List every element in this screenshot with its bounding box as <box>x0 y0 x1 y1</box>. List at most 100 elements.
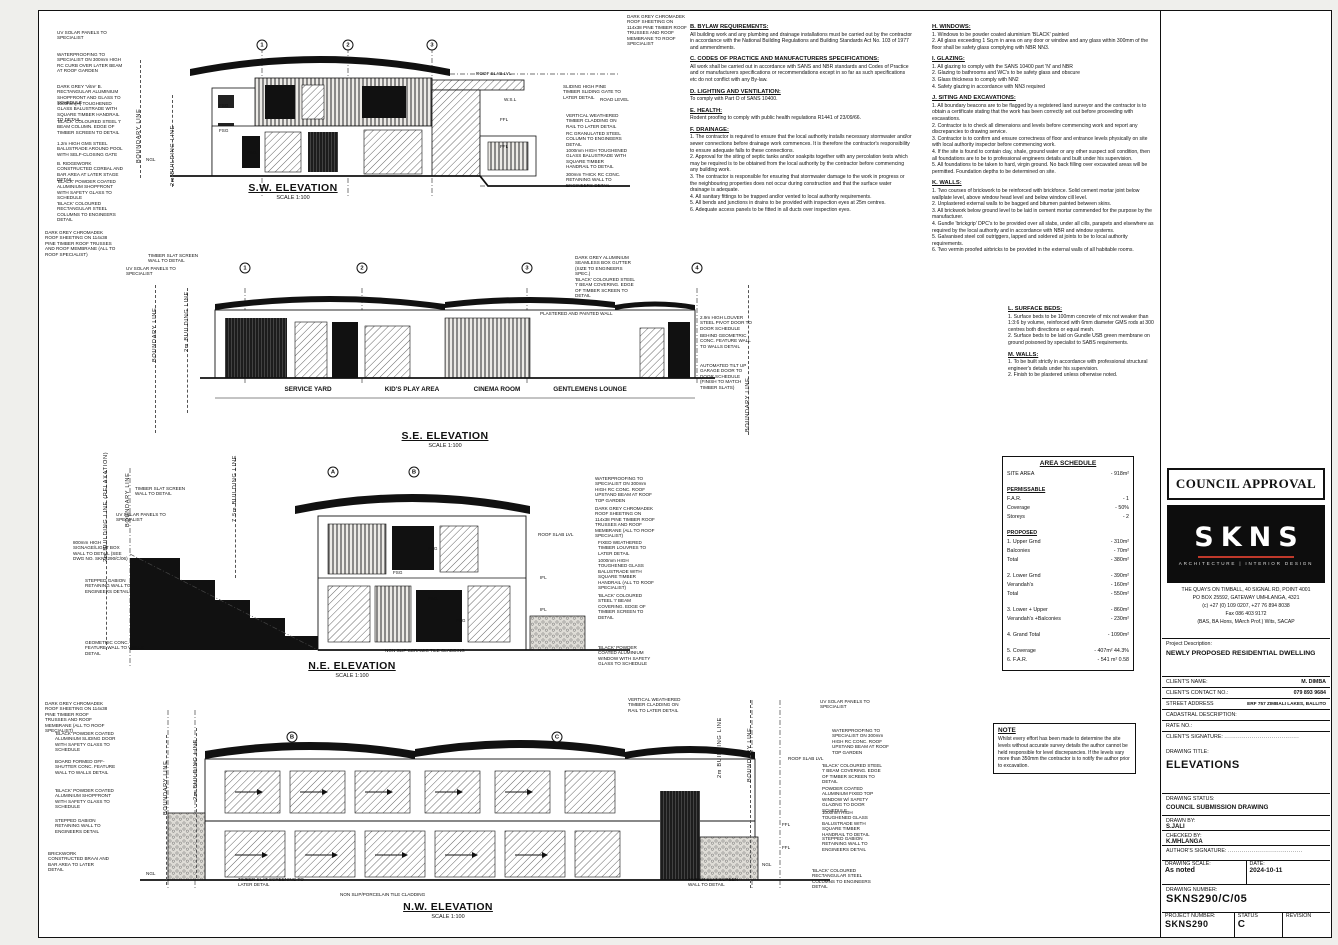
note-section-body: 1. To be built strictly in accordance wi… <box>1008 359 1148 379</box>
street-address-label: STREET ADDRESS <box>1166 700 1214 707</box>
area-schedule-row-value: - 230m² <box>1110 616 1129 622</box>
note-section: M. WALLS: 1. To be built strictly in acc… <box>1008 352 1156 379</box>
note-section: D. LIGHTING AND VENTILATION: To comply w… <box>690 89 912 103</box>
area-schedule-row-value: - 380m² <box>1110 557 1129 563</box>
area-schedule-row-label: 5. Coverage <box>1007 648 1036 654</box>
building-line <box>172 95 173 187</box>
general-notes-column-2: H. WINDOWS: 1. Windows to be powder coat… <box>932 24 1156 259</box>
drawing-status-label: DRAWING STATUS: <box>1166 795 1215 802</box>
note-section-title: C. CODES OF PRACTICE AND MANUFACTURERS S… <box>690 56 880 63</box>
se-elevation-drawing <box>200 288 715 399</box>
area-schedule-row-value: - 918m² <box>1110 471 1129 477</box>
area-schedule-row: PROPOSED <box>1007 529 1129 538</box>
area-schedule-row-value: - 1 <box>1122 496 1129 502</box>
general-notes-column-1: B. BYLAW REQUIREMENTS: All building work… <box>690 24 912 219</box>
note-section-title: M. WALLS: <box>1008 351 1039 358</box>
note-section-title: F. DRAINAGE: <box>690 126 729 133</box>
checked-by-row: CHECKED BY: K.MHLANGA <box>1162 830 1330 845</box>
drawing-number-row: DRAWING NUMBER: SKNS290/C/05 <box>1162 884 1330 912</box>
drawing-number-label: DRAWING NUMBER: <box>1166 886 1218 893</box>
area-schedule-row: 5. Coverage - 407m² 44.3% <box>1007 647 1129 656</box>
skns-logo-tagline: ARCHITECTURE | INTERIOR DESIGN <box>1178 560 1314 566</box>
area-schedule-row-label: PERMISSABLE <box>1007 487 1046 493</box>
boundary-line <box>155 285 156 433</box>
area-schedule-row: SITE AREA - 918m² <box>1007 470 1129 479</box>
area-schedule-row: 4. Grand Total - 1090m² <box>1007 631 1129 640</box>
firm-address-line: THE QUAYS ON TIMBALL, 40 SIGNAL RD, POIN… <box>1181 587 1311 593</box>
note-section: F. DRAINAGE: 1. The contractor is requir… <box>690 127 912 214</box>
area-schedule-row-value: - 407m² 44.3% <box>1094 648 1129 654</box>
date-cell: DATE: 2024-10-11 <box>1245 861 1331 884</box>
area-schedule-row-label: 1. Upper Grnd <box>1007 539 1041 545</box>
clients-signature-label: CLIENT'S SIGNATURE: <box>1166 733 1223 740</box>
firm-address: THE QUAYS ON TIMBALL, 40 SIGNAL RD, POIN… <box>1167 587 1325 626</box>
general-notes-column-3: L. SURFACE BEDS: 1. Surface beds to be 1… <box>1008 306 1156 384</box>
area-schedule-row <box>1007 522 1129 529</box>
firm-address-line: Fax 086 403 9172 <box>1225 610 1267 617</box>
note-section-body: 1. All glazing to comply with the SANS 1… <box>932 63 1080 90</box>
note-section-title: D. LIGHTING AND VENTILATION: <box>690 88 781 95</box>
note-section: I. GLAZING: 1. All glazing to comply wit… <box>932 56 1156 90</box>
drawing-scale-value: As noted <box>1165 867 1195 874</box>
area-schedule-row: Verandah's - 160m² <box>1007 581 1129 590</box>
area-schedule-row: 6. F.A.R. - 541 m² 0.58 <box>1007 656 1129 665</box>
note-section-body: 1. Two courses of brickwork to be reinfo… <box>932 187 1154 254</box>
note-section: C. CODES OF PRACTICE AND MANUFACTURERS S… <box>690 56 912 83</box>
note-section-body: 1. All boundary beacons are to be flagge… <box>932 102 1150 175</box>
area-schedule-title: AREA SCHEDULE <box>1039 460 1097 467</box>
area-schedule-row-label: F.A.R. <box>1007 496 1022 502</box>
area-schedule-table: AREA SCHEDULE SITE AREA - 918m² PERMISSA… <box>1002 456 1134 671</box>
area-schedule-row: F.A.R. - 1 <box>1007 495 1129 504</box>
drawing-title-row: ELEVATIONS <box>1162 757 1330 793</box>
project-description-label: Project Description: <box>1166 640 1212 647</box>
skns-logo: SKNS ARCHITECTURE | INTERIOR DESIGN <box>1167 505 1325 583</box>
clients-contact-label: CLIENT'S CONTACT NO.: <box>1166 689 1229 696</box>
area-schedule-row-label: Total <box>1007 591 1019 597</box>
title-block-divider <box>1160 10 1161 938</box>
clients-contact-value: 079 893 9684 <box>1293 689 1326 696</box>
area-schedule-row-value: - 541 m² 0.58 <box>1097 657 1129 663</box>
date-value: 2024-10-11 <box>1249 867 1283 874</box>
clients-signature-row: CLIENT'S SIGNATURE: ....................… <box>1162 731 1330 747</box>
note-section: K. WALLS: 1. Two courses of brickwork to… <box>932 180 1156 254</box>
drawing-status-value: COUNCIL SUBMISSION DRAWING <box>1166 803 1269 811</box>
cadastral-row: CADASTRAL DESCRIPTION: <box>1162 709 1330 720</box>
drawn-by-row: DRAWN BY: S.JALI <box>1162 815 1330 830</box>
project-number-value: SKNS290 <box>1165 919 1209 929</box>
note-section-title: H. WINDOWS: <box>932 24 971 30</box>
area-schedule-rows: SITE AREA - 918m² PERMISSABLE F.A.R. - 1 <box>1007 470 1129 665</box>
drawn-by-value: S.JALI <box>1166 823 1185 830</box>
area-schedule-row: Total - 550m² <box>1007 590 1129 599</box>
boundary-line <box>140 60 141 178</box>
status-cell: STATUS C <box>1233 913 1282 937</box>
area-schedule-row-label: 2. Lower Grnd <box>1007 573 1041 579</box>
area-schedule-row: Total - 380m² <box>1007 556 1129 565</box>
area-schedule-row-label: Total <box>1007 557 1019 563</box>
area-schedule-row-label: Coverage <box>1007 505 1030 511</box>
area-schedule-row-value: - 860m² <box>1110 607 1129 613</box>
building-line <box>106 470 107 650</box>
area-schedule-row-label: Storeys <box>1007 514 1025 520</box>
note-section-title: L. SURFACE BEDS: <box>1008 306 1063 312</box>
note-section-title: K. WALLS: <box>932 180 962 187</box>
note-section: E. HEALTH: Rodent proofing to comply wit… <box>690 108 912 122</box>
revision-label: REVISION <box>1285 913 1312 919</box>
clients-name-row: CLIENT'S NAME: M. DIMBA <box>1162 676 1330 687</box>
signature-dotted-line: ...................................... <box>1227 847 1303 854</box>
note-section: J. SITING AND EXCAVATIONS: 1. All bounda… <box>932 95 1156 175</box>
area-schedule-row <box>1007 479 1129 486</box>
area-schedule-row: 1. Upper Grnd - 310m² <box>1007 538 1129 547</box>
ne-elevation-drawing <box>129 468 630 668</box>
logo-accent-rule <box>1198 556 1294 558</box>
note-box-body: Whilst every effort has been made to det… <box>998 736 1130 769</box>
date-label: DATE: <box>1249 861 1265 867</box>
drawing-scale-label: DRAWING SCALE: <box>1165 861 1211 867</box>
site-levels-note-box: NOTE Whilst every effort has been made t… <box>993 723 1136 774</box>
note-section-body: 1. The contractor is required to ensure … <box>690 134 912 214</box>
sw-elevation-drawing <box>170 48 630 196</box>
revision-cell: REVISION <box>1281 913 1330 937</box>
rate-no-row: RATE NO.: <box>1162 720 1330 731</box>
boundary-line <box>750 700 751 888</box>
note-section: H. WINDOWS: 1. Windows to be powder coat… <box>932 24 1156 51</box>
area-schedule-row: Balconies - 70m² <box>1007 547 1129 556</box>
